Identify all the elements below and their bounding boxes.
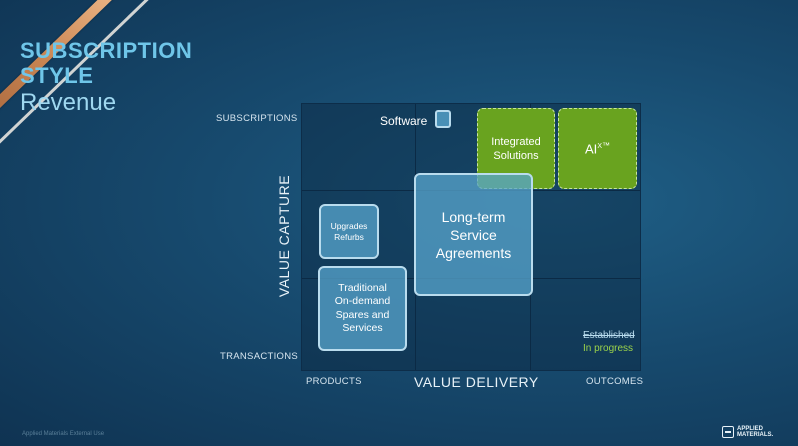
aix-label: AIX™ — [585, 141, 610, 156]
logo-line-1: APPLIED — [737, 426, 764, 432]
y-axis-label: VALUE CAPTURE — [276, 174, 292, 298]
y-tick-top: SUBSCRIPTIONS — [216, 113, 298, 124]
traditional-line-2: On-demand — [334, 295, 391, 307]
software-label: Software — [380, 114, 428, 128]
aix-sup: X — [597, 142, 602, 150]
integrated-solutions-line-2: Solutions — [493, 149, 539, 162]
traditional-line-3: Spares and — [335, 308, 390, 321]
legend-established: Established — [583, 330, 635, 341]
slide-title: SUBSCRIPTION STYLE Revenue — [20, 40, 192, 115]
y-tick-bottom: TRANSACTIONS — [220, 351, 299, 362]
x-tick-right: OUTCOMES — [586, 376, 644, 387]
logo-icon — [722, 426, 734, 438]
aix-base: AI — [585, 141, 598, 157]
traditional-line-4: Services — [342, 322, 383, 334]
upgrades-refurbs-box: Upgrades Refurbs — [319, 204, 379, 259]
long-term-line-1: Long-term — [441, 208, 506, 225]
integrated-solutions-line-1: Integrated — [491, 135, 541, 148]
long-term-line-3: Agreements — [435, 244, 512, 261]
title-line-3: Revenue — [20, 89, 117, 116]
upgrades-line-2: Refurbs — [334, 231, 364, 242]
footer-text: Applied Materials External Use — [22, 431, 105, 437]
upgrades-line-1: Upgrades — [330, 220, 368, 231]
title-line-2: STYLE — [20, 63, 94, 88]
software-box — [435, 110, 451, 128]
traditional-line-1: Traditional — [338, 281, 387, 294]
title-line-1: SUBSCRIPTION — [20, 38, 193, 63]
x-tick-left: PRODUCTS — [306, 376, 362, 387]
logo-line-2: MATERIALS. — [737, 432, 774, 438]
legend-in-progress: In progress — [583, 343, 634, 354]
long-term-agreements-box: Long-term Service Agreements — [414, 173, 533, 296]
long-term-line-2: Service — [450, 226, 497, 243]
traditional-services-box: Traditional On-demand Spares and Service… — [318, 266, 407, 351]
aix-tm: ™ — [601, 140, 610, 150]
aix-box: AIX™ — [558, 108, 637, 189]
x-axis-label: VALUE DELIVERY — [414, 374, 539, 390]
company-logo: APPLIED MATERIALS. — [722, 426, 773, 438]
